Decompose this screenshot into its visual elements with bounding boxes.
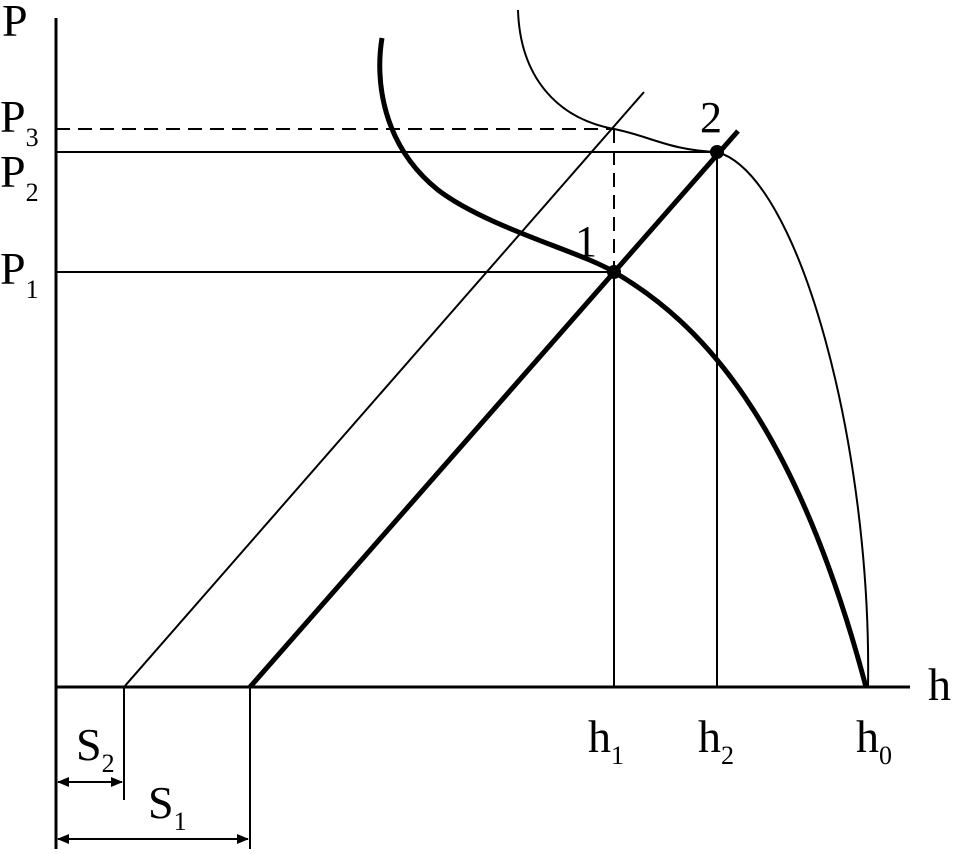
operating-point-2 bbox=[710, 145, 724, 159]
h1-label: h1 bbox=[588, 711, 624, 770]
load-line-s1 bbox=[248, 129, 740, 689]
characteristic-curve-thick bbox=[377, 37, 869, 688]
x-axis-label: h bbox=[928, 659, 951, 710]
h0-label: h0 bbox=[856, 711, 892, 770]
s2-label: S2 bbox=[76, 719, 115, 778]
point-1-label: 1 bbox=[575, 217, 597, 266]
s1-label: S1 bbox=[148, 777, 187, 836]
point-2-label: 2 bbox=[700, 93, 722, 142]
load-line-s2 bbox=[123, 91, 645, 688]
p2-label: P2 bbox=[0, 146, 39, 207]
operating-point-1 bbox=[607, 265, 621, 279]
y-axis-label: P bbox=[2, 0, 28, 46]
p1-label: P1 bbox=[0, 243, 39, 304]
characteristic-curve-thin bbox=[517, 9, 870, 688]
h2-label: h2 bbox=[698, 711, 734, 770]
p3-label: P3 bbox=[0, 91, 39, 152]
